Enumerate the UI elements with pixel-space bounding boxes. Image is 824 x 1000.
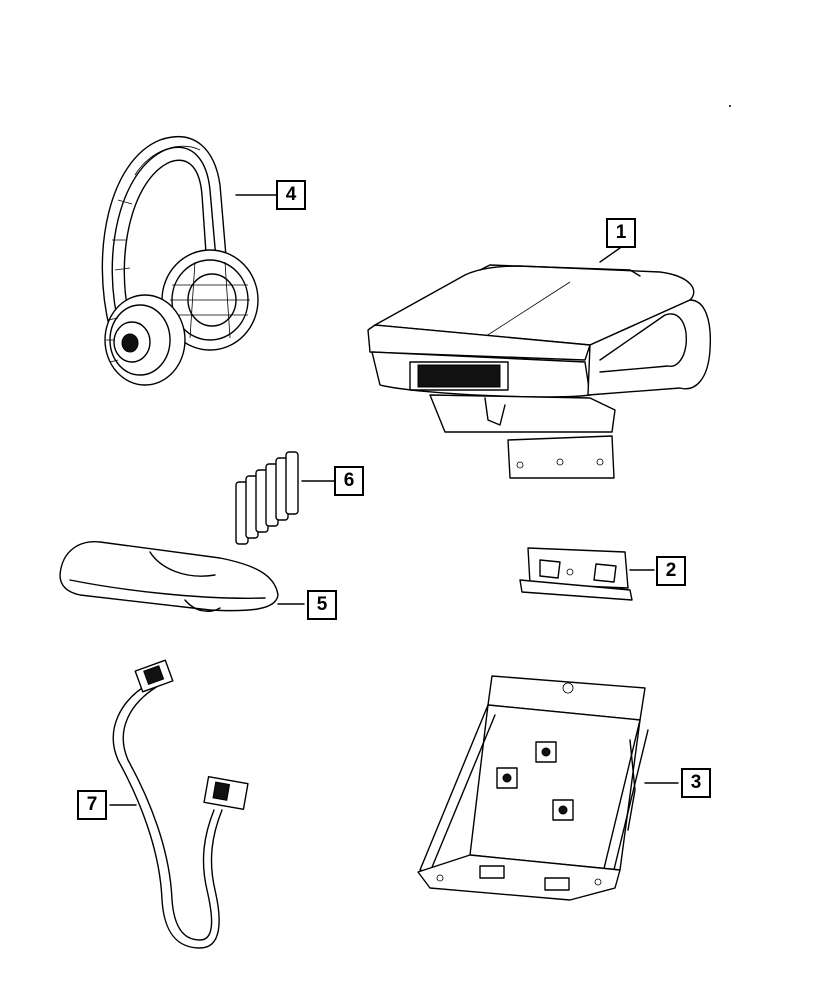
wiring-harness-part — [109, 659, 249, 949]
callout-2: 2 — [656, 556, 686, 586]
callout-7: 7 — [77, 790, 107, 820]
bracket-part — [519, 547, 655, 601]
console-unit-part — [367, 247, 712, 479]
batteries-part — [235, 451, 335, 545]
mounting-bracket-part — [417, 675, 679, 901]
callout-1: 1 — [606, 218, 636, 248]
remote-control-part — [59, 541, 305, 612]
callout-5: 5 — [307, 590, 337, 620]
callout-3: 3 — [681, 768, 711, 798]
callout-6: 6 — [334, 466, 364, 496]
headphones-part — [101, 136, 277, 386]
callout-4: 4 — [276, 180, 306, 210]
